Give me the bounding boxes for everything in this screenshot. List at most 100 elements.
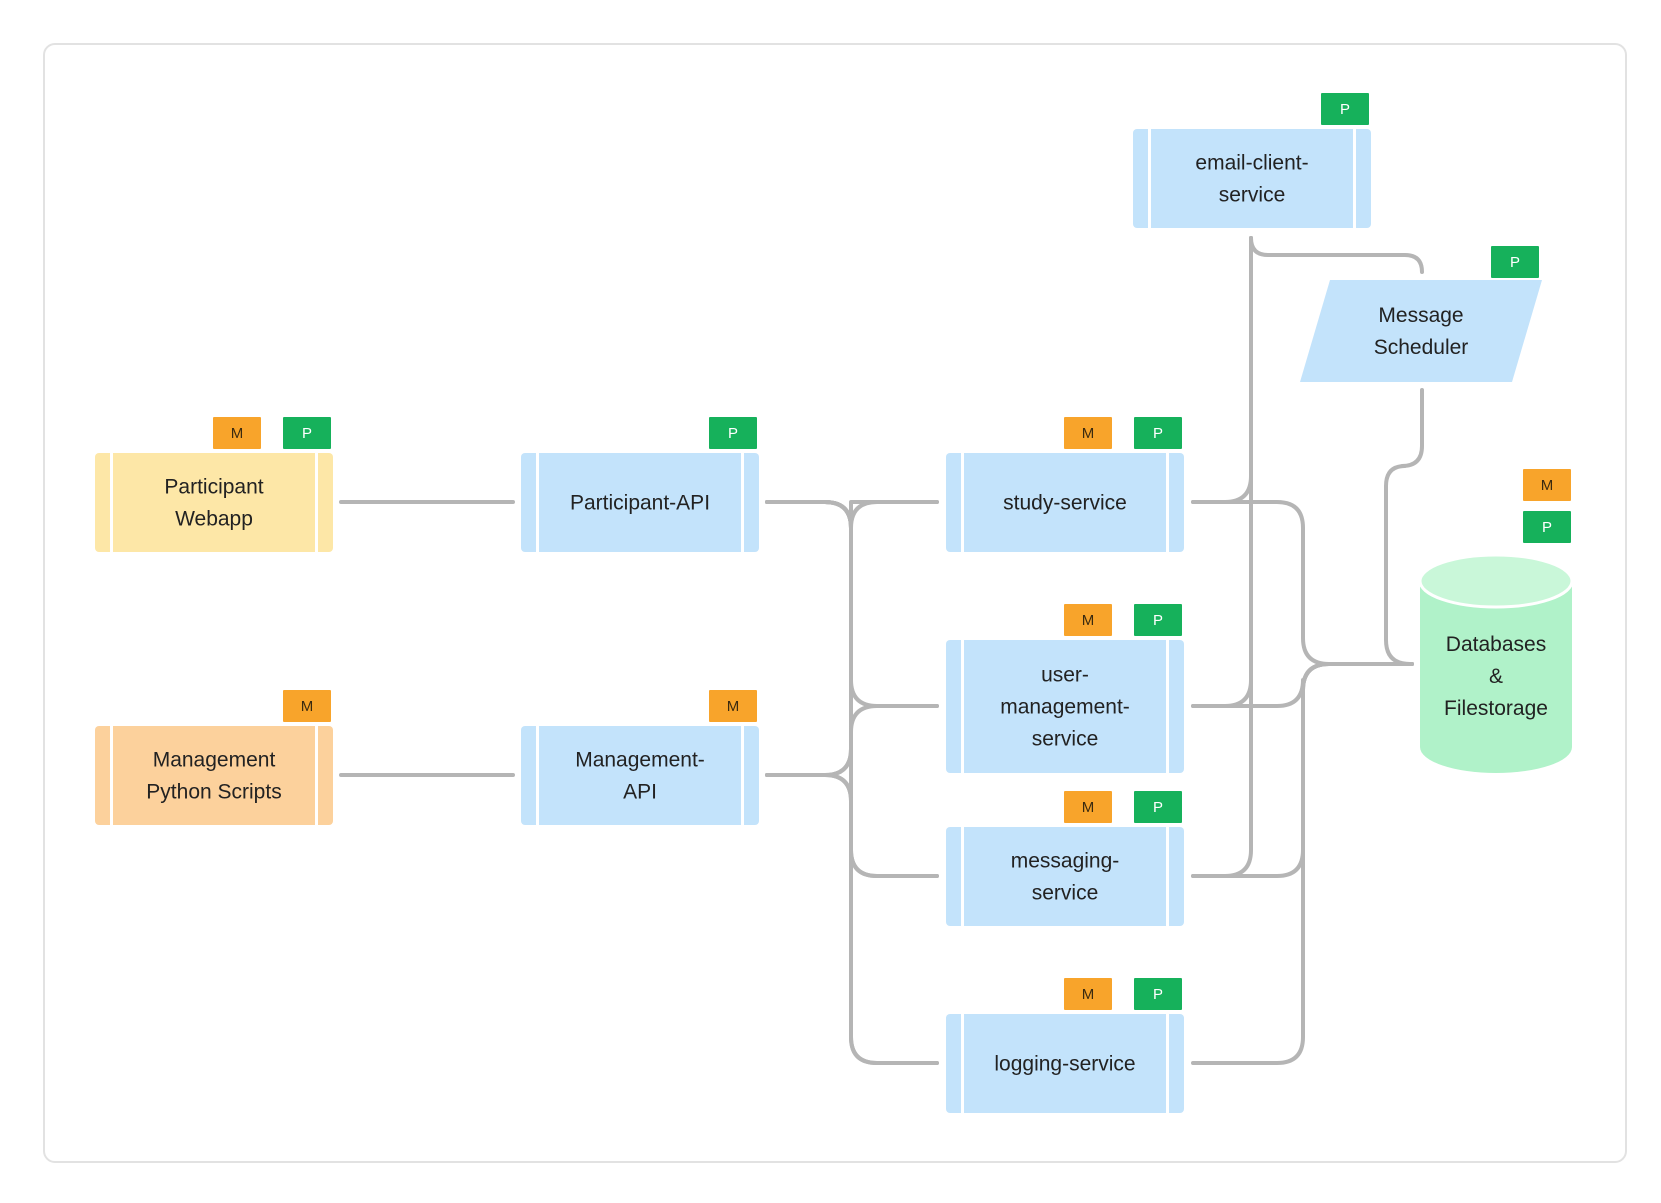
badge-m-logging-service: M [1062,976,1114,1012]
database-cylinder-body [1420,581,1572,773]
messaging-service-node[interactable]: messaging-service M P [946,789,1184,926]
participant-api-node[interactable]: Participant-API P [521,415,759,552]
connectors [339,236,1424,1065]
node-stripe-left [110,726,113,825]
node-stripe-right [741,453,744,552]
connector-logging-service-to-databases-filestorage [1191,662,1414,1065]
badge-p-databases-filestorage: P [1521,509,1573,545]
node-box [521,726,759,825]
database-cylinder-top [1418,553,1574,609]
user-management-service-label-line: service [1032,728,1099,751]
databases-filestorage-label-line: & [1489,665,1503,688]
node-box [1133,129,1371,228]
node-stripe-right [1353,129,1356,228]
node-stripe-left [110,453,113,552]
connector-user-management-service-to-email-client-service [1191,236,1253,708]
message-scheduler-label-line: Scheduler [1374,336,1469,359]
node-box [946,1014,1184,1113]
badge-m-management-scripts: M [281,688,333,724]
connector-email-client-service-to-message-scheduler [1249,236,1424,274]
user-management-service-label-line: management- [1000,696,1130,719]
badge-label: P [1542,519,1552,536]
scheduler-parallelogram [1300,280,1542,382]
badge-label: M [1082,425,1095,442]
databases-filestorage-node[interactable]: Databases & Filestorage M P [1418,467,1574,773]
node-stripe-left [1148,129,1151,228]
email-client-service-label-line: service [1219,184,1286,207]
badge-label: P [1153,986,1163,1003]
node-box [946,453,1184,552]
badge-label: P [1510,254,1520,271]
connector-study-service-to-databases-filestorage [1191,500,1414,666]
email-client-service-node[interactable]: email-client-service P [1133,91,1371,228]
node-stripe-right [1166,640,1169,773]
badge-p-participant-webapp: P [281,415,333,451]
badge-label: M [1082,612,1095,629]
connector-study-service-to-email-client-service [1191,236,1253,504]
badge-label: P [1153,799,1163,816]
management-scripts-label-line: Python Scripts [146,781,281,804]
connector-message-scheduler-to-databases-filestorage [1384,388,1424,666]
badge-label: P [1153,425,1163,442]
node-stripe-left [961,827,964,926]
node-stripe-left [961,640,964,773]
databases-filestorage-label-line: Filestorage [1444,697,1548,720]
badge-label: P [728,425,738,442]
badge-label: P [1340,101,1350,118]
badge-label: M [231,425,244,442]
management-scripts-label-line: Management [153,749,276,772]
badge-label: M [301,698,314,715]
badge-m-study-service: M [1062,415,1114,451]
connector-messaging-service-to-email-client-service [1191,236,1253,878]
node-stripe-right [1166,453,1169,552]
badge-m-participant-webapp: M [211,415,263,451]
node-stripe-right [315,726,318,825]
badge-m-user-management-service: M [1062,602,1114,638]
badge-label: M [1541,477,1554,494]
node-stripe-left [536,726,539,825]
badge-label: P [1153,612,1163,629]
messaging-service-label-line: messaging- [1011,850,1120,873]
node-box [946,640,1184,773]
user-management-service-label-line: user- [1041,664,1089,687]
node-stripe-right [741,726,744,825]
badge-label: M [1082,986,1095,1003]
message-scheduler-label-line: Message [1378,304,1463,327]
node-stripe-left [961,1014,964,1113]
node-box [521,453,759,552]
badge-m-databases-filestorage: M [1521,467,1573,503]
node-stripe-left [536,453,539,552]
badge-m-management-api: M [707,688,759,724]
badge-label: M [1082,799,1095,816]
badge-p-messaging-service: P [1132,789,1184,825]
messaging-service-label-line: service [1032,882,1099,905]
badge-p-logging-service: P [1132,976,1184,1012]
participant-api-label-line: Participant-API [570,492,710,515]
badge-p-user-management-service: P [1132,602,1184,638]
participant-webapp-label-line: Webapp [175,508,253,531]
node-stripe-right [1166,1014,1169,1113]
management-api-label-line: API [623,781,657,804]
databases-filestorage-label-line: Databases [1446,633,1546,656]
email-client-service-label-line: email-client- [1195,152,1308,175]
badge-m-messaging-service: M [1062,789,1114,825]
node-stripe-right [1166,827,1169,926]
badge-p-email-client-service: P [1319,91,1371,127]
node-stripe-right [315,453,318,552]
badge-p-participant-api: P [707,415,759,451]
badge-p-message-scheduler: P [1489,244,1541,280]
node-stripe-left [961,453,964,552]
node-box [95,726,333,825]
node-box [946,827,1184,926]
user-management-service-node[interactable]: user-management-service M P [946,602,1184,773]
badge-p-study-service: P [1132,415,1184,451]
badge-label: M [727,698,740,715]
